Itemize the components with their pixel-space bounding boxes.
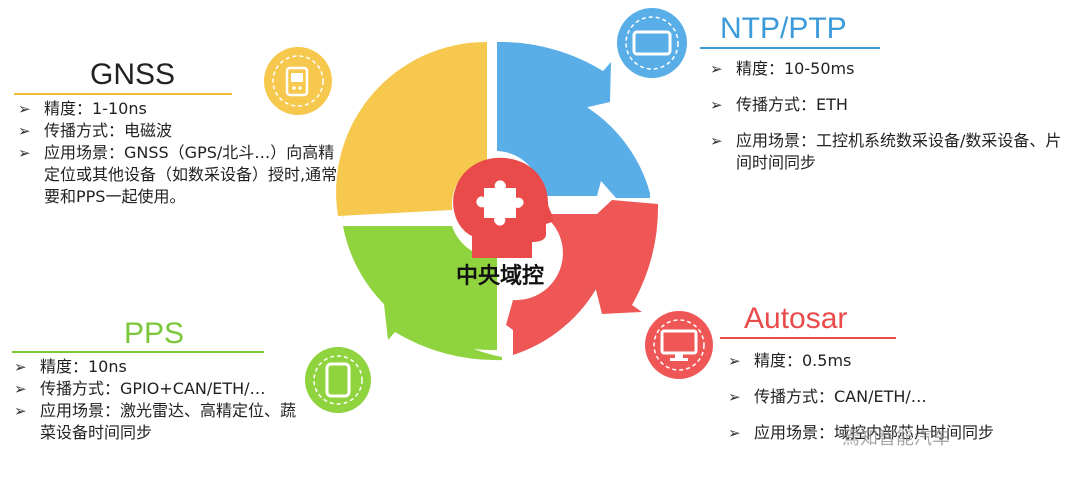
ring — [336, 41, 659, 361]
gnss-underline — [14, 93, 232, 95]
bullet-icon: ➢ — [710, 132, 723, 150]
smartphone-icon — [305, 347, 371, 413]
center-label: 中央域控 — [455, 264, 544, 289]
autosar-list: ➢精度：0.5ms ➢传播方式：CAN/ETH/… ➢应用场景：域控内部芯片时间… — [728, 350, 1068, 444]
bullet-icon: ➢ — [728, 424, 741, 442]
monitor-icon — [645, 311, 713, 379]
list-item: ➢应用场景：激光雷达、高精定位、蔬菜设备时间同步 — [14, 401, 297, 442]
gnss-title: GNSS — [90, 58, 176, 91]
ring-segment-gnss — [336, 41, 487, 219]
ntp-ptp-list: ➢精度：10-50ms ➢传播方式：ETH ➢应用场景：工控机系统数采设备/数采… — [710, 58, 1070, 174]
bullet-icon: ➢ — [710, 96, 723, 114]
bullet-icon: ➢ — [728, 352, 741, 370]
pps-title: PPS — [124, 317, 185, 350]
list-item: ➢精度：10ns — [14, 357, 127, 376]
bullet-icon: ➢ — [14, 358, 27, 376]
autosar-underline — [720, 337, 896, 339]
pps-list: ➢精度：10ns ➢传播方式：GPIO+CAN/ETH/… ➢应用场景：激光雷达… — [14, 356, 304, 444]
list-item: ➢应用场景：工控机系统数采设备/数采设备、片间时间同步 — [710, 131, 1062, 172]
ntp-ptp-underline — [700, 47, 880, 49]
list-item: ➢精度：0.5ms — [728, 351, 852, 370]
list-item: ➢传播方式：电磁波 — [18, 121, 173, 140]
ring-segment-ntp — [497, 42, 650, 198]
ntp-ptp-title: NTP/PTP — [720, 12, 847, 45]
bullet-icon: ➢ — [18, 122, 31, 140]
list-item: ➢应用场景：GNSS（GPS/北斗…）向高精定位或其他设备（如数采设备）授时,通… — [18, 143, 338, 206]
tablet-landscape-icon — [617, 8, 687, 78]
watermark: 焉知智能汽车 — [842, 428, 950, 449]
autosar-title: Autosar — [744, 302, 848, 335]
bullet-icon: ➢ — [14, 402, 27, 420]
bullet-icon: ➢ — [728, 388, 741, 406]
list-item: ➢精度：10-50ms — [710, 59, 855, 78]
bullet-icon: ➢ — [18, 144, 31, 162]
brain-puzzle-icon — [453, 157, 554, 258]
gps-device-icon — [264, 47, 332, 115]
list-item: ➢传播方式：ETH — [710, 95, 848, 114]
bullet-icon: ➢ — [14, 380, 27, 398]
list-item: ➢传播方式：CAN/ETH/… — [728, 387, 927, 406]
list-item: ➢精度：1-10ns — [18, 99, 147, 118]
list-item: ➢传播方式：GPIO+CAN/ETH/… — [14, 379, 266, 398]
puzzle-piece — [476, 180, 524, 226]
ring-segment-autosar — [506, 200, 659, 355]
list-item: ➢应用场景：域控内部芯片时间同步 — [728, 423, 995, 442]
pps-underline — [12, 351, 264, 353]
ring-segment-pps — [343, 226, 502, 361]
bullet-icon: ➢ — [710, 60, 723, 78]
gnss-list: ➢精度：1-10ns ➢传播方式：电磁波 ➢应用场景：GNSS（GPS/北斗…）… — [18, 98, 346, 208]
bullet-icon: ➢ — [18, 100, 31, 118]
